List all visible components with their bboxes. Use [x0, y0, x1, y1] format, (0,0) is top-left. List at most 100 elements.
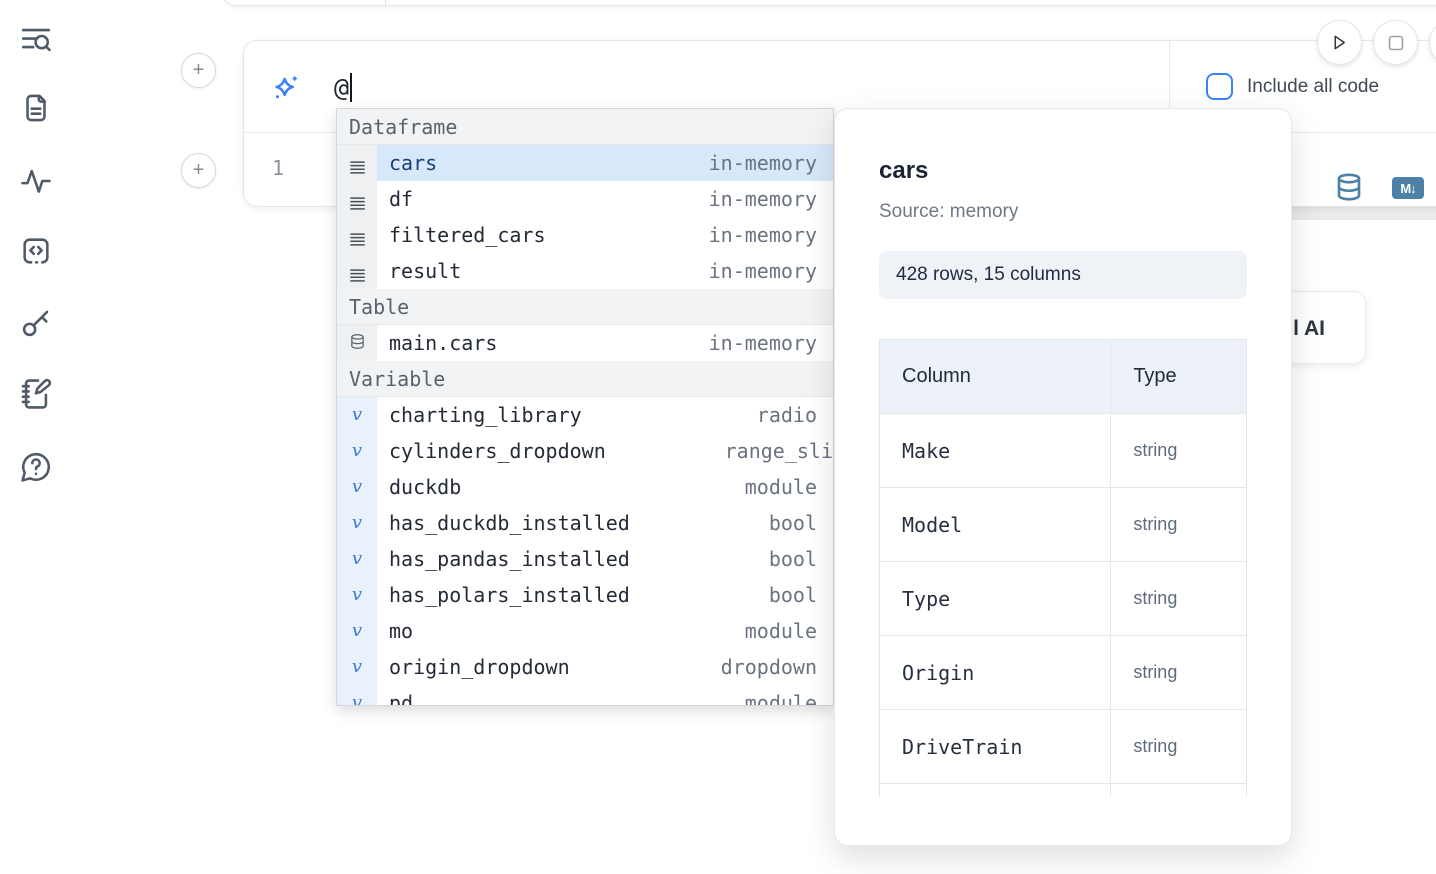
text-caret [350, 72, 353, 102]
autocomplete-item-type: bool [768, 547, 817, 571]
schema-column-type: string [1110, 561, 1247, 636]
autocomplete-popup: Dataframe v cars in-memory v df in-memor… [336, 108, 834, 706]
schema-table-row: Model string [879, 487, 1247, 562]
autocomplete-item-type: module [744, 619, 817, 643]
preview-schema-table: Column Type Make string Model string Typ… [879, 339, 1247, 797]
autocomplete-item-kind-icon: v [337, 397, 377, 433]
autocomplete-item-kind-icon: v [337, 541, 377, 577]
autocomplete-item[interactable]: v origin_dropdown dropdown [337, 649, 833, 685]
autocomplete-item-kind-icon: v [337, 145, 377, 181]
autocomplete-item-name: main.cars [389, 331, 498, 355]
autocomplete-item-kind-icon: v [337, 649, 377, 685]
run-cell-button[interactable] [1317, 20, 1362, 65]
autocomplete-item[interactable]: v charting_library radio [337, 397, 833, 433]
autocomplete-item[interactable]: v duckdb module [337, 469, 833, 505]
preview-source: Source: memory [879, 201, 1019, 222]
autocomplete-item[interactable]: v cylinders_dropdown range_sli [337, 433, 833, 469]
list-search-icon[interactable] [19, 23, 53, 57]
autocomplete-item[interactable]: v mo module [337, 613, 833, 649]
schema-table-row: Origin string [879, 635, 1247, 710]
schema-column-type: string [1110, 635, 1247, 710]
include-all-code-label: Include all code [1247, 75, 1380, 97]
schema-column-type: string [1110, 413, 1247, 488]
autocomplete-item-type: dropdown [720, 655, 817, 679]
preview-shape-badge: 428 rows, 15 columns [879, 251, 1247, 299]
autocomplete-item-name: charting_library [389, 403, 582, 427]
schema-column-name: Make [879, 413, 1112, 488]
autocomplete-item-name: cars [389, 151, 438, 175]
autocomplete-item-type: module [744, 691, 817, 706]
schema-table-row: DriveTrain string [879, 709, 1247, 784]
autocomplete-item-kind-icon: v [337, 577, 377, 613]
ai-prompt-input[interactable]: @ [334, 69, 353, 105]
variable-icon: v [351, 656, 363, 677]
code-block-icon[interactable] [19, 234, 53, 268]
autocomplete-item[interactable]: v result in-memory [337, 253, 833, 289]
schema-table-row [879, 783, 1247, 797]
autocomplete-item-type: in-memory [708, 187, 817, 211]
variable-icon: v [351, 620, 363, 641]
autocomplete-item-kind-icon: v [337, 325, 377, 361]
document-icon[interactable] [19, 91, 53, 125]
help-icon[interactable] [19, 450, 53, 484]
autocomplete-item[interactable]: v df in-memory [337, 181, 833, 217]
autocomplete-item[interactable]: v has_pandas_installed bool [337, 541, 833, 577]
stop-button[interactable] [1373, 20, 1418, 65]
add-cell-above-button[interactable]: + [181, 53, 216, 88]
autocomplete-section-header: Table [337, 289, 833, 325]
variable-icon: v [351, 440, 363, 461]
autocomplete-item-type: bool [768, 583, 817, 607]
variable-icon: v [351, 548, 363, 569]
schema-column-name: Model [879, 487, 1112, 562]
autocomplete-item-name: duckdb [389, 475, 462, 499]
sparkle-ai-icon [275, 75, 298, 99]
autocomplete-item-kind-icon: v [337, 613, 377, 649]
autocomplete-item[interactable]: v cars in-memory [337, 145, 833, 181]
type-header: Type [1110, 339, 1247, 414]
previous-cell-divider [385, 0, 386, 7]
markdown-icon[interactable]: M↓ [1392, 177, 1424, 199]
autocomplete-item-name: has_pandas_installed [389, 547, 630, 571]
scratchpad-icon[interactable] [19, 377, 53, 411]
schema-column-type: string [1110, 487, 1247, 562]
add-cell-below-button[interactable]: + [181, 153, 216, 188]
schema-column-name: Type [879, 561, 1112, 636]
key-icon[interactable] [19, 307, 53, 341]
autocomplete-item-type: in-memory [708, 151, 817, 175]
autocomplete-item-kind-icon: v [337, 433, 377, 469]
autocomplete-section-header: Dataframe [337, 109, 833, 145]
schema-column-name: Origin [879, 635, 1112, 710]
include-all-code-control[interactable]: Include all code [1206, 73, 1379, 100]
autocomplete-item-name: filtered_cars [389, 223, 546, 247]
database-icon[interactable] [1334, 172, 1364, 202]
autocomplete-item-name: has_polars_installed [389, 583, 630, 607]
table-icon [349, 331, 366, 355]
dataframe-icon [349, 228, 366, 246]
autocomplete-item-name: has_duckdb_installed [389, 511, 630, 535]
autocomplete-section-header: Variable [337, 361, 833, 397]
autocomplete-item[interactable]: v filtered_cars in-memory [337, 217, 833, 253]
autocomplete-item-name: mo [389, 619, 414, 643]
schema-table-row: Type string [879, 561, 1247, 636]
include-all-code-checkbox[interactable] [1206, 73, 1233, 100]
schema-column-type [1110, 783, 1247, 797]
autocomplete-item-name: pd [389, 691, 414, 706]
autocomplete-item-kind-icon: v [337, 469, 377, 505]
autocomplete-item-name: cylinders_dropdown [389, 439, 606, 463]
previous-cell-edge [222, 0, 1436, 6]
autocomplete-item[interactable]: v pd module [337, 685, 833, 706]
autocomplete-item[interactable]: v has_duckdb_installed bool [337, 505, 833, 541]
autocomplete-item-type: in-memory [708, 223, 817, 247]
autocomplete-item-type: bool [768, 511, 817, 535]
autocomplete-item[interactable]: v has_polars_installed bool [337, 577, 833, 613]
sidebar [0, 0, 72, 874]
code-editor-row[interactable]: 1 M↓ [244, 134, 1436, 206]
generate-with-ai-label: l AI [1293, 316, 1325, 340]
autocomplete-item-kind-icon: v [337, 685, 377, 705]
variable-icon: v [351, 476, 363, 497]
prompt-text: @ [334, 72, 350, 102]
activity-icon[interactable] [19, 164, 53, 198]
autocomplete-item[interactable]: v main.cars in-memory [337, 325, 833, 361]
autocomplete-item-name: result [389, 259, 462, 283]
